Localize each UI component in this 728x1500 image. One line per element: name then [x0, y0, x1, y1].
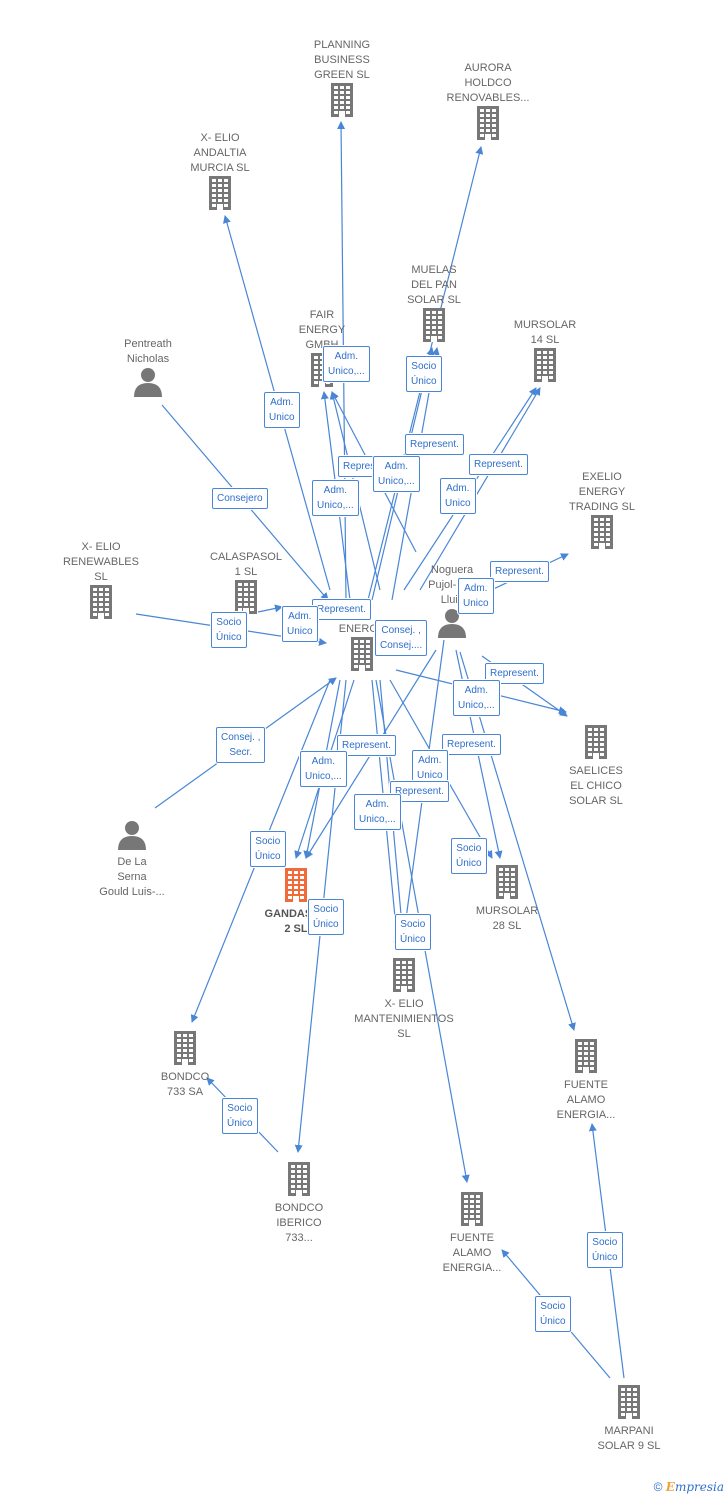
building-icon: [379, 308, 489, 347]
building-icon: [287, 83, 397, 122]
building-icon: [452, 865, 562, 904]
person-icon: [93, 367, 203, 402]
relation-badge[interactable]: Represent.: [390, 781, 449, 802]
node-fuente1[interactable]: FUENTE ALAMO ENERGIA...: [531, 1039, 641, 1123]
relation-badge[interactable]: Adm. Unico: [440, 478, 476, 514]
relation-badge[interactable]: Adm. Unico,...: [312, 480, 359, 516]
relation-badge[interactable]: Socio Único: [222, 1098, 258, 1134]
node-label: X- ELIO MANTENIMIENTOS SL: [354, 998, 454, 1040]
node-label: FAIR ENERGY GMBH: [298, 309, 346, 351]
relation-badge[interactable]: Adm. Unico,...: [323, 346, 370, 382]
building-icon: [541, 725, 651, 764]
node-energy[interactable]: ENERGY: [307, 622, 417, 676]
person-icon: [397, 608, 507, 643]
relation-badge[interactable]: Adm. Unico: [458, 578, 494, 614]
node-label: SAELICES EL CHICO SOLAR SL: [569, 765, 623, 807]
node-bondco733[interactable]: BONDCO 733 SA: [130, 1031, 240, 1100]
node-label: EXELIO ENERGY TRADING SL: [568, 471, 635, 513]
node-label: MUELAS DEL PAN SOLAR SL: [407, 264, 461, 306]
node-label: Pentreath Nicholas: [124, 338, 172, 365]
copyright-symbol: ©: [653, 1480, 663, 1494]
relation-edge: [419, 387, 541, 591]
node-label: CALASPASOL 1 SL: [210, 551, 282, 578]
relation-badge[interactable]: Adm. Unico,...: [373, 456, 420, 492]
node-label: MARPANI SOLAR 9 SL: [597, 1425, 661, 1452]
relation-badge[interactable]: Represent.: [490, 561, 549, 582]
relation-badge[interactable]: Adm. Unico: [264, 392, 300, 428]
node-label: FUENTE ALAMO ENERGIA...: [556, 1079, 616, 1121]
relation-badge[interactable]: Represent.: [469, 454, 528, 475]
relation-badge[interactable]: Socio Único: [395, 914, 431, 950]
building-icon: [165, 176, 275, 215]
relation-badge[interactable]: Socio Único: [587, 1232, 623, 1268]
node-label: De La Serna Gould Luis-...: [99, 856, 165, 898]
node-aurora[interactable]: AURORA HOLDCO RENOVABLES...: [433, 61, 543, 145]
building-icon: [241, 868, 351, 907]
footer-credit[interactable]: © Empresia: [654, 1480, 724, 1494]
node-label: MURSOLAR 14 SL: [513, 319, 577, 346]
relation-badge[interactable]: Represent.: [337, 735, 396, 756]
relation-badge[interactable]: Adm. Unico,...: [300, 751, 347, 787]
node-delaserna[interactable]: De La Serna Gould Luis-...: [77, 820, 187, 900]
node-label: BONDCO IBERICO 733...: [274, 1202, 324, 1244]
node-label: X- ELIO ANDALTIA MURCIA SL: [190, 132, 250, 174]
node-andaltia[interactable]: X- ELIO ANDALTIA MURCIA SL: [165, 131, 275, 215]
relation-badge[interactable]: Socio Único: [250, 831, 286, 867]
relation-badge[interactable]: Socio Único: [535, 1296, 571, 1332]
node-exelio[interactable]: EXELIO ENERGY TRADING SL: [547, 470, 657, 554]
relation-badge[interactable]: Socio Único: [308, 899, 344, 935]
building-icon: [490, 348, 600, 387]
relation-badge[interactable]: Consejero: [212, 488, 268, 509]
building-icon: [130, 1031, 240, 1070]
node-label: AURORA HOLDCO RENOVABLES...: [446, 62, 530, 104]
node-fuente2[interactable]: FUENTE ALAMO ENERGIA...: [417, 1192, 527, 1276]
building-icon: [191, 580, 301, 619]
node-marpani[interactable]: MARPANI SOLAR 9 SL: [574, 1385, 684, 1454]
node-label: FUENTE ALAMO ENERGIA...: [442, 1232, 502, 1274]
node-bondcoib[interactable]: BONDCO IBERICO 733...: [244, 1162, 354, 1246]
relation-badge[interactable]: Socio Único: [451, 838, 487, 874]
relation-badge[interactable]: Represent.: [485, 663, 544, 684]
relation-badge[interactable]: Adm. Unico,...: [354, 794, 401, 830]
building-icon: [433, 106, 543, 145]
node-mant[interactable]: X- ELIO MANTENIMIENTOS SL: [349, 958, 459, 1042]
node-muelas[interactable]: MUELAS DEL PAN SOLAR SL: [379, 263, 489, 347]
node-mursolar14[interactable]: MURSOLAR 14 SL: [490, 318, 600, 387]
building-icon: [574, 1385, 684, 1424]
building-icon: [244, 1162, 354, 1201]
node-xrenew[interactable]: X- ELIO RENEWABLES SL: [46, 540, 156, 624]
relation-badge[interactable]: Represent.: [405, 434, 464, 455]
building-icon: [307, 637, 417, 676]
relation-badge[interactable]: Consej. , Consej....: [375, 620, 428, 656]
building-icon: [547, 515, 657, 554]
node-planning[interactable]: PLANNING BUSINESS GREEN SL: [287, 38, 397, 122]
building-icon: [349, 958, 459, 997]
relation-badge[interactable]: Represent.: [442, 734, 501, 755]
node-label: BONDCO 733 SA: [160, 1071, 210, 1098]
building-icon: [417, 1192, 527, 1231]
relation-badge[interactable]: Represent.: [312, 599, 371, 620]
node-label: PLANNING BUSINESS GREEN SL: [313, 39, 371, 81]
node-calaspasol[interactable]: CALASPASOL 1 SL: [191, 550, 301, 619]
relation-badge[interactable]: Adm. Unico: [282, 606, 318, 642]
person-icon: [77, 820, 187, 855]
relation-badge[interactable]: Consej. , Secr.: [216, 727, 266, 763]
node-pentreath[interactable]: Pentreath Nicholas: [93, 337, 203, 402]
relation-badge[interactable]: Socio Único: [406, 356, 442, 392]
relation-badge[interactable]: Socio Único: [211, 612, 247, 648]
node-label: MURSOLAR 28 SL: [475, 905, 539, 932]
node-label: ENERGY: [338, 623, 386, 635]
relation-edge: [257, 604, 283, 613]
node-saelices[interactable]: SAELICES EL CHICO SOLAR SL: [541, 725, 651, 809]
node-label: X- ELIO RENEWABLES SL: [62, 541, 139, 583]
building-icon: [531, 1039, 641, 1078]
relation-badge[interactable]: Adm. Unico,...: [453, 680, 500, 716]
empresia-logo: Empresia: [665, 1480, 724, 1494]
node-mursolar28[interactable]: MURSOLAR 28 SL: [452, 865, 562, 934]
building-icon: [46, 585, 156, 624]
